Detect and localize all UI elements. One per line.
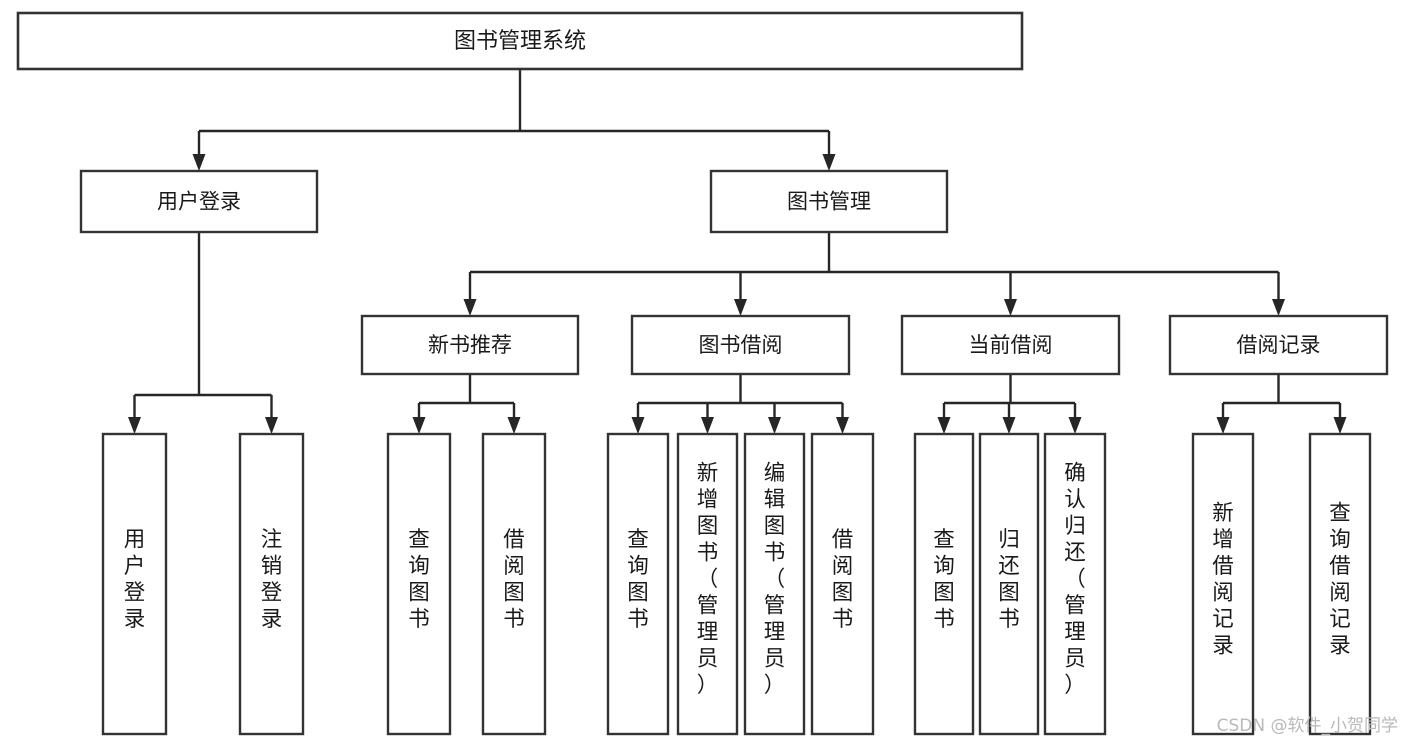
arrow-head-icon bbox=[822, 154, 836, 171]
node-label: 查询借阅记录 bbox=[1329, 501, 1351, 659]
node-box[interactable] bbox=[79, 169, 319, 234]
node-label: 注销登录 bbox=[261, 527, 283, 632]
node-label: 查询图书 bbox=[627, 527, 649, 632]
connector-group bbox=[463, 232, 1285, 316]
node-label: 编辑图书（管理员） bbox=[764, 461, 786, 698]
node-leaf_add_book[interactable]: 新增图书（管理员） bbox=[676, 432, 739, 736]
node-book_borrow[interactable]: 图书借阅 bbox=[630, 314, 851, 376]
connector-group bbox=[1216, 374, 1347, 434]
node-box[interactable] bbox=[1191, 432, 1255, 736]
arrow-head-icon bbox=[265, 417, 278, 434]
node-current_borrow[interactable]: 当前借阅 bbox=[900, 314, 1121, 376]
arrow-head-icon bbox=[507, 417, 521, 434]
node-box[interactable] bbox=[743, 432, 806, 736]
node-label: 图书管理 bbox=[787, 190, 871, 214]
arrow-head-icon bbox=[1004, 299, 1017, 316]
csdn-watermark: CSDN @软件_小贺同学 bbox=[1217, 716, 1398, 736]
node-label: 用户登录 bbox=[157, 190, 241, 214]
node-user_login[interactable]: 用户登录 bbox=[79, 169, 319, 234]
node-leaf_return_book[interactable]: 归还图书 bbox=[978, 432, 1040, 736]
node-box[interactable] bbox=[913, 432, 975, 736]
node-new_book_recommend[interactable]: 新书推荐 bbox=[360, 314, 580, 376]
node-box[interactable] bbox=[1043, 432, 1107, 736]
node-book_manage[interactable]: 图书管理 bbox=[709, 169, 949, 234]
node-leaf_user_login[interactable]: 用户登录 bbox=[101, 432, 168, 736]
node-label: 借阅图书 bbox=[503, 527, 525, 632]
arrow-head-icon bbox=[412, 417, 426, 434]
node-label: 确认归还（管理员） bbox=[1064, 461, 1086, 698]
arrow-head-icon bbox=[1333, 417, 1347, 434]
arrow-head-icon bbox=[192, 154, 206, 171]
node-box[interactable] bbox=[676, 432, 739, 736]
node-box[interactable] bbox=[238, 432, 305, 736]
connector-group bbox=[128, 232, 278, 434]
node-leaf_query_record[interactable]: 查询借阅记录 bbox=[1308, 432, 1372, 736]
node-box[interactable] bbox=[1308, 432, 1372, 736]
node-box[interactable] bbox=[810, 432, 875, 736]
node-label: 归还图书 bbox=[998, 527, 1020, 632]
node-leaf_query_book_c[interactable]: 查询图书 bbox=[913, 432, 975, 736]
arrow-head-icon bbox=[836, 417, 849, 434]
node-leaf_borrow_book_b[interactable]: 借阅图书 bbox=[810, 432, 875, 736]
connector-group bbox=[631, 374, 849, 434]
node-layer: 图书管理系统用户登录图书管理新书推荐图书借阅当前借阅借阅记录用户登录注销登录查询… bbox=[16, 11, 1389, 736]
node-box[interactable] bbox=[606, 432, 670, 736]
node-label: 借阅图书 bbox=[832, 527, 854, 632]
arrow-head-icon bbox=[128, 417, 141, 434]
node-borrow_record[interactable]: 借阅记录 bbox=[1168, 314, 1389, 376]
node-label: 新书推荐 bbox=[428, 333, 512, 357]
node-leaf_add_record[interactable]: 新增借阅记录 bbox=[1191, 432, 1255, 736]
connector-group bbox=[937, 374, 1082, 434]
node-leaf_query_book_b[interactable]: 查询图书 bbox=[606, 432, 670, 736]
node-box[interactable] bbox=[709, 169, 949, 234]
node-label: 图书借阅 bbox=[699, 333, 783, 357]
arrow-head-icon bbox=[701, 417, 714, 434]
node-label: 查询图书 bbox=[408, 527, 430, 632]
arrow-head-icon bbox=[1002, 417, 1016, 434]
node-box[interactable] bbox=[1168, 314, 1389, 376]
arrow-head-icon bbox=[631, 417, 645, 434]
connector-group bbox=[412, 374, 521, 434]
connector-group bbox=[192, 69, 836, 171]
node-box[interactable] bbox=[386, 432, 452, 736]
arrow-head-icon bbox=[463, 299, 477, 316]
arrow-head-icon bbox=[1216, 417, 1230, 434]
node-leaf_edit_book[interactable]: 编辑图书（管理员） bbox=[743, 432, 806, 736]
arrow-head-icon bbox=[768, 417, 781, 434]
node-root[interactable]: 图书管理系统 bbox=[16, 11, 1024, 71]
arrow-head-icon bbox=[937, 417, 951, 434]
node-box[interactable] bbox=[481, 432, 547, 736]
node-box[interactable] bbox=[101, 432, 168, 736]
arrow-head-icon bbox=[1272, 299, 1285, 316]
arrow-head-icon bbox=[734, 299, 747, 316]
node-leaf_query_book_a[interactable]: 查询图书 bbox=[386, 432, 452, 736]
node-box[interactable] bbox=[360, 314, 580, 376]
node-box[interactable] bbox=[900, 314, 1121, 376]
node-box[interactable] bbox=[978, 432, 1040, 736]
connector-layer bbox=[128, 69, 1347, 434]
node-leaf_confirm_return[interactable]: 确认归还（管理员） bbox=[1043, 432, 1107, 736]
node-label: 图书管理系统 bbox=[454, 29, 586, 54]
node-label: 新增图书（管理员） bbox=[697, 461, 719, 698]
node-leaf_borrow_book_a[interactable]: 借阅图书 bbox=[481, 432, 547, 736]
node-label: 查询图书 bbox=[933, 527, 955, 632]
node-box[interactable] bbox=[630, 314, 851, 376]
arrow-head-icon bbox=[1068, 417, 1082, 434]
node-box[interactable] bbox=[16, 11, 1024, 71]
node-label: 用户登录 bbox=[124, 527, 146, 632]
node-leaf_logout[interactable]: 注销登录 bbox=[238, 432, 305, 736]
node-label: 借阅记录 bbox=[1237, 333, 1321, 357]
node-label: 当前借阅 bbox=[969, 333, 1053, 357]
node-label: 新增借阅记录 bbox=[1212, 501, 1234, 659]
